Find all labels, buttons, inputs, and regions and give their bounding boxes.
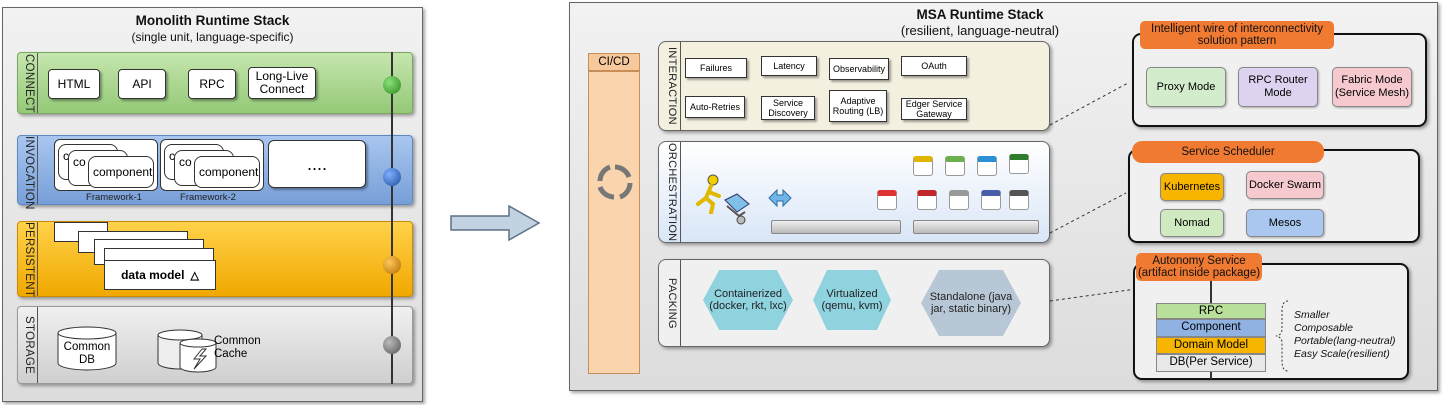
container-cube-icon: [913, 156, 933, 176]
stack-db: DB(Per Service): [1156, 354, 1266, 372]
stack-rpc: RPC: [1156, 303, 1266, 319]
nomad-box: Nomad: [1160, 209, 1224, 237]
trait-easy-scale: Easy Scale(resilient): [1294, 348, 1390, 360]
container-cube-icon: [981, 190, 1001, 210]
scheduler-title: Service Scheduler: [1132, 141, 1324, 163]
connect-label: CONNECT: [18, 53, 38, 113]
api-box: API: [118, 69, 166, 99]
monolith-title: Monolith Runtime Stack: [135, 13, 290, 28]
persistent-label: PERSISTENT: [18, 222, 38, 297]
connect-ball: [383, 76, 401, 94]
adaptive-routing-box: Adaptive Routing (LB): [829, 90, 887, 122]
data-model-label: data model: [121, 268, 185, 282]
cicd-bar: [588, 71, 640, 374]
failures-box: Failures: [685, 58, 747, 78]
cache-icon: [157, 329, 217, 373]
invocation-ball: [383, 168, 401, 186]
runner-icon: [696, 174, 721, 214]
cart-icon: [724, 193, 750, 225]
server-rack: [913, 220, 1039, 234]
msa-panel: MSA Runtime Stack (resilient, language-n…: [569, 2, 1438, 391]
invocation-label: INVOCATION: [18, 136, 38, 210]
proxy-mode-box: Proxy Mode: [1146, 67, 1226, 107]
database-icon: [57, 326, 117, 371]
orchestration-label: ORCHESTRATION: [659, 142, 681, 242]
more-frameworks-box: ....: [268, 140, 366, 188]
container-cube-icon: [949, 190, 969, 210]
oauth-box: OAuth: [901, 56, 967, 76]
transition-arrow-icon: [450, 205, 541, 241]
invocation-layer: INVOCATION co co component Framework-1 c…: [17, 135, 413, 210]
persistent-ball: [383, 256, 401, 274]
interaction-layer: INTERACTION Failures Latency Observabili…: [658, 41, 1050, 131]
storage-ball: [383, 336, 401, 354]
html-box: HTML: [48, 69, 100, 99]
edge-gateway-box: Edger Service Gateway: [901, 98, 967, 120]
stack-domain-model: Domain Model: [1156, 337, 1266, 354]
triangle-icon: △: [190, 269, 199, 282]
kubernetes-box: Kubernetes: [1160, 173, 1224, 201]
server-rack: [771, 220, 901, 234]
autonomy-title: Autonomy Service (artifact inside packag…: [1136, 253, 1262, 281]
wire-pattern-title: Intelligent wire of interconnectivity so…: [1140, 21, 1334, 49]
monolith-panel: Monolith Runtime Stack (single unit, lan…: [2, 7, 423, 402]
virtualized-hex: Virtualized (qemu, kvm): [813, 270, 891, 330]
msa-title: MSA Runtime Stack: [916, 7, 1044, 22]
brace-icon: [1275, 300, 1289, 372]
service-discovery-box: Service Discovery: [761, 96, 815, 120]
long-live-connect-box: Long-Live Connect: [248, 67, 316, 99]
stack-component: Component: [1156, 319, 1266, 337]
dashed-connectors: [1049, 83, 1137, 302]
docker-swarm-box: Docker Swarm: [1246, 171, 1324, 199]
msa-subtitle: (resilient, language-neutral): [900, 23, 1060, 38]
trait-smaller: Smaller: [1294, 309, 1330, 321]
mesos-box: Mesos: [1246, 209, 1324, 237]
fabric-mode-box: Fabric Mode (Service Mesh): [1332, 67, 1412, 107]
container-cube-icon: [1009, 190, 1029, 210]
container-cube-icon: [945, 156, 965, 176]
orchestration-layer: ORCHESTRATION: [658, 141, 1050, 243]
storage-label: STORAGE: [18, 307, 38, 383]
storage-layer: STORAGE Common DB Common Cache: [17, 306, 413, 384]
common-cache-label: Common Cache: [214, 335, 261, 360]
rpc-router-mode-box: RPC Router Mode: [1238, 67, 1318, 107]
standalone-hex: Standalone (java jar, static binary): [921, 270, 1021, 336]
container-cube-icon: [917, 190, 937, 210]
packing-label: PACKING: [659, 260, 681, 346]
framework-2-label: Framework-2: [180, 192, 236, 203]
persistent-layer: PERSISTENT data model △: [17, 221, 413, 297]
containerized-hex: Containerized (docker, rkt, lxc): [703, 270, 793, 330]
auto-retries-box: Auto-Retries: [685, 96, 745, 118]
rpc-box: RPC: [188, 69, 236, 99]
data-model-box: data model △: [104, 260, 216, 290]
observability-box: Observability: [829, 58, 889, 80]
framework-1-label: Framework-1: [86, 192, 142, 203]
packing-layer: PACKING Containerized (docker, rkt, lxc)…: [658, 259, 1050, 347]
monolith-subtitle: (single unit, language-specific): [131, 30, 294, 44]
interaction-label: INTERACTION: [659, 42, 681, 130]
monolith-connector-line: [391, 52, 393, 384]
latency-box: Latency: [761, 56, 817, 76]
component-box: component: [88, 156, 154, 188]
component-box: component: [194, 156, 260, 188]
connect-layer: CONNECT HTML API RPC Long-Live Connect: [17, 52, 413, 114]
refresh-icon: [597, 164, 633, 200]
container-cube-icon: [877, 190, 897, 210]
container-cube-icon: [1009, 154, 1029, 174]
cicd-label: CI/CD: [588, 53, 640, 71]
trait-portable: Portable(lang-neutral): [1294, 335, 1396, 347]
trait-composable: Composable: [1294, 322, 1353, 334]
common-db-label: Common DB: [63, 341, 111, 366]
container-cube-icon: [977, 156, 997, 176]
transfer-arrows-icon: [768, 188, 792, 208]
